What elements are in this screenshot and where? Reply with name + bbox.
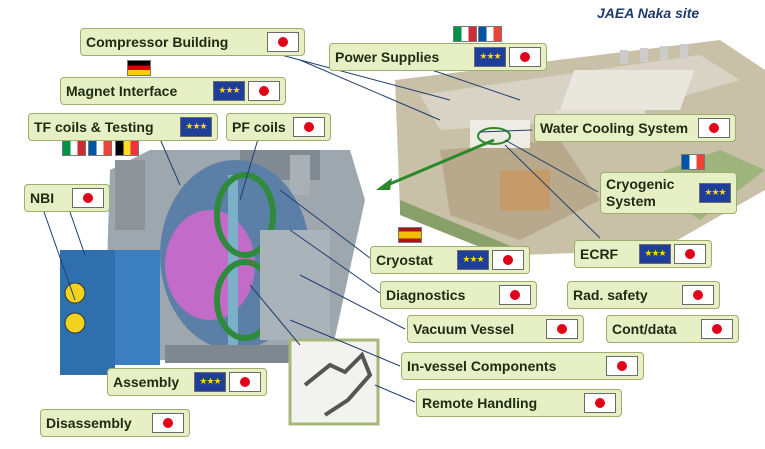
label-diagnostics: Diagnostics [380,281,537,309]
label-text: PF coils [232,119,286,135]
tokamak-cutaway [105,150,365,363]
belgium-flag-icon [115,140,139,156]
eu-flag-icon: ★★★ [699,183,731,203]
label-text: Water Cooling System [540,120,689,136]
japan-flag-icon [546,319,578,339]
eu-flag-icon: ★★★ [194,372,226,392]
label-text: Assembly [113,374,180,390]
japan-flag-icon [674,244,706,264]
france-flag-icon [88,140,112,156]
japan-flag-icon [499,285,531,305]
label-text: Cont/data [612,321,677,337]
label-nbi: NBI [24,184,110,212]
label-compressor-building: Compressor Building [80,28,305,56]
label-tf-coils-testing: TF coils & Testing ★★★ [28,113,218,141]
label-remote-handling: Remote Handling [416,389,622,417]
label-text: Diagnostics [386,287,466,303]
label-text: Power Supplies [335,49,440,65]
eu-flag-icon: ★★★ [180,117,212,137]
japan-flag-icon [267,32,299,52]
label-rad-safety: Rad. safety [567,281,720,309]
japan-flag-icon [606,356,638,376]
site-aerial-view [395,40,765,255]
eu-flag-icon: ★★★ [639,244,671,264]
japan-flag-icon [293,117,325,137]
japan-flag-icon [682,285,714,305]
eu-flag-icon: ★★★ [213,81,245,101]
label-text-line-1: Cryogenic [606,176,675,192]
label-vacuum-vessel: Vacuum Vessel [407,315,584,343]
germany-flag-icon [127,60,151,76]
italy-flag-icon [453,26,477,42]
label-cont-data: Cont/data [606,315,739,343]
japan-flag-icon [152,413,184,433]
site-highlight-ellipse [477,127,511,145]
japan-flag-icon [72,188,104,208]
label-text: ECRF [580,246,619,262]
label-pf-coils: PF coils [226,113,331,141]
label-text: NBI [30,190,55,206]
spain-flag-icon [398,227,422,243]
label-text: Vacuum Vessel [413,321,515,337]
japan-flag-icon [698,118,730,138]
japan-flag-icon [701,319,733,339]
japan-flag-icon [229,372,261,392]
label-power-supplies: Power Supplies ★★★ [329,43,547,71]
label-water-cooling-system: Water Cooling System [534,114,736,142]
japan-flag-icon [492,250,524,270]
eu-flag-icon: ★★★ [474,47,506,67]
label-text: TF coils & Testing [34,119,154,135]
leader-lines [43,51,601,403]
label-text-line-2: System [606,193,656,209]
label-assembly: Assembly ★★★ [107,368,267,396]
label-text: In-vessel Components [407,358,557,374]
japan-flag-icon [248,81,280,101]
italy-flag-icon [62,140,86,156]
label-disassembly: Disassembly [40,409,190,437]
label-text: Remote Handling [422,395,538,411]
label-magnet-interface: Magnet Interface ★★★ [60,77,286,105]
france-flag-icon [478,26,502,42]
eu-flag-icon: ★★★ [457,250,489,270]
japan-flag-icon [584,393,616,413]
label-text: Cryostat [376,252,433,268]
site-caption: JAEA Naka site [597,5,700,21]
label-text: Disassembly [46,415,132,431]
label-cryogenic-system: Cryogenic System ★★★ [600,172,737,214]
remote-handling-arm [303,351,373,417]
label-in-vessel-components: In-vessel Components [401,352,644,380]
site-pointer-arrow [384,138,495,188]
arrow-head-icon [376,178,392,190]
label-text: Magnet Interface [66,83,178,99]
label-cryostat: Cryostat ★★★ [370,246,530,274]
france-flag-icon [681,154,705,170]
label-text: Compressor Building [86,34,229,50]
label-ecrf: ECRF ★★★ [574,240,712,268]
label-text: Rad. safety [573,287,648,303]
japan-flag-icon [509,47,541,67]
nbi-unit [60,250,160,375]
